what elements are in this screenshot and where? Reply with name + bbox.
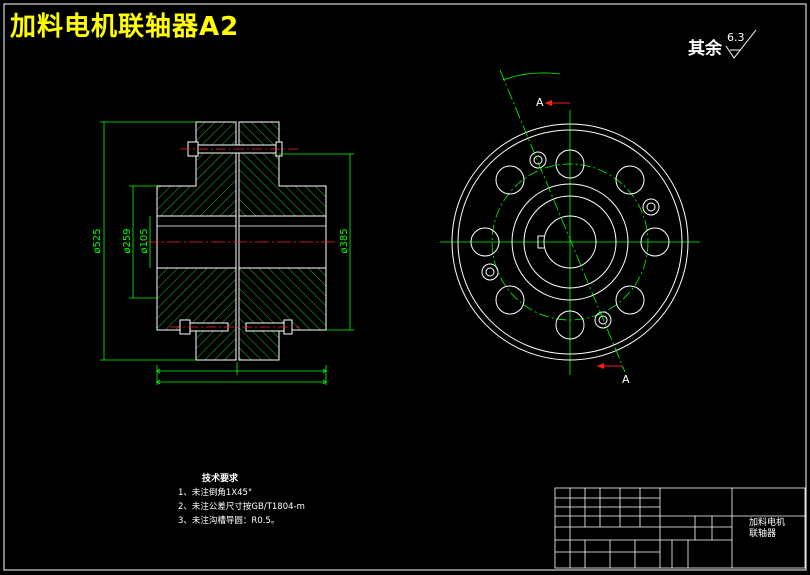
roughness-symbol [725, 29, 757, 59]
section-dimensions [100, 121, 354, 385]
dim-d525: ø525 [92, 228, 103, 253]
dim-d105: ø105 [139, 228, 150, 253]
front-view [440, 69, 700, 375]
section-view [145, 121, 338, 361]
title-block [554, 487, 806, 569]
roughness-note: 其余 [688, 39, 722, 59]
part-name-line1: 加料电机 [749, 518, 786, 528]
tech-item: 2、未注公差尺寸按GB/T1804-m [178, 502, 305, 512]
section-arrows [545, 100, 622, 369]
technical-requirements: 技术要求 1、未注倒角1X45° 2、未注公差尺寸按GB/T1804-m 3、未… [178, 472, 305, 528]
part-name-line2: 联轴器 [749, 529, 777, 539]
tech-item: 3、未注沟槽导圆：R0.5。 [178, 516, 280, 526]
section-label-bottom: A [622, 373, 630, 386]
tech-heading: 技术要求 [202, 474, 239, 484]
tech-item: 1、未注倒角1X45° [178, 488, 253, 498]
section-label-top: A [536, 96, 544, 109]
part-name: 加料电机 联轴器 [749, 518, 785, 540]
drawing-title: 加料电机联轴器A2 [10, 12, 240, 42]
dim-d259: ø259 [122, 228, 133, 253]
roughness-value: 6.3 [727, 31, 745, 44]
dim-d385: ø385 [339, 228, 350, 253]
drawing-frame [3, 3, 807, 571]
